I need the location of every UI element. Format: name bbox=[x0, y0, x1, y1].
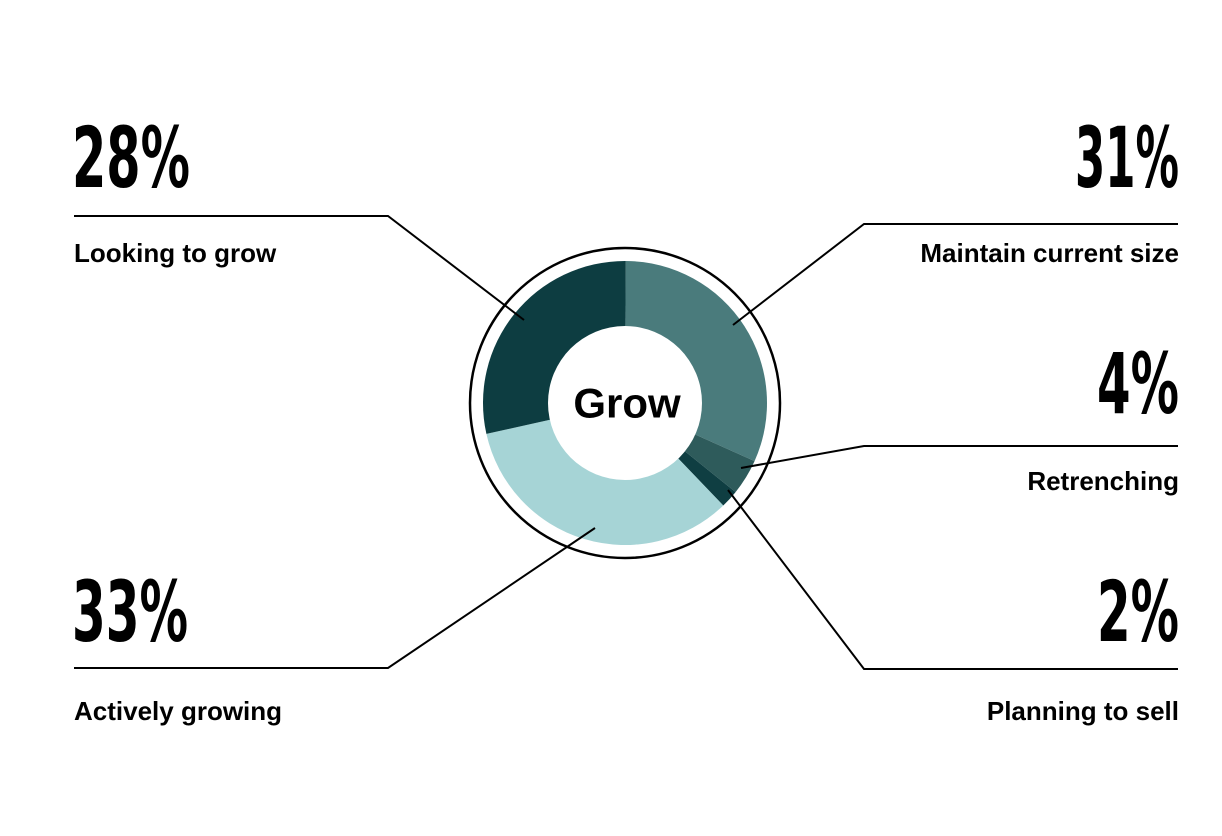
label-looking-to-grow: Looking to grow bbox=[74, 238, 277, 268]
pct-looking-to-grow: 28% bbox=[72, 109, 190, 207]
pct-planning-to-sell: 2% bbox=[1097, 563, 1179, 661]
leader-line-planning-to-sell bbox=[727, 489, 1178, 670]
leader-line-retrenching bbox=[740, 445, 1178, 469]
pct-retrenching: 4% bbox=[1097, 335, 1179, 433]
center-label: Grow bbox=[573, 380, 681, 427]
donut-hole bbox=[548, 326, 702, 480]
pct-maintain-current-size: 31% bbox=[1075, 109, 1179, 207]
label-actively-growing: Actively growing bbox=[74, 696, 282, 726]
label-maintain-current-size: Maintain current size bbox=[920, 238, 1179, 268]
label-retrenching: Retrenching bbox=[1027, 466, 1179, 496]
leader-line-actively-growing bbox=[74, 527, 596, 669]
label-planning-to-sell: Planning to sell bbox=[987, 696, 1179, 726]
leader-line-maintain-current-size bbox=[732, 223, 1178, 326]
pct-actively-growing: 33% bbox=[72, 563, 188, 661]
leader-line-looking-to-grow bbox=[74, 215, 525, 321]
outer-ring bbox=[468, 246, 782, 560]
